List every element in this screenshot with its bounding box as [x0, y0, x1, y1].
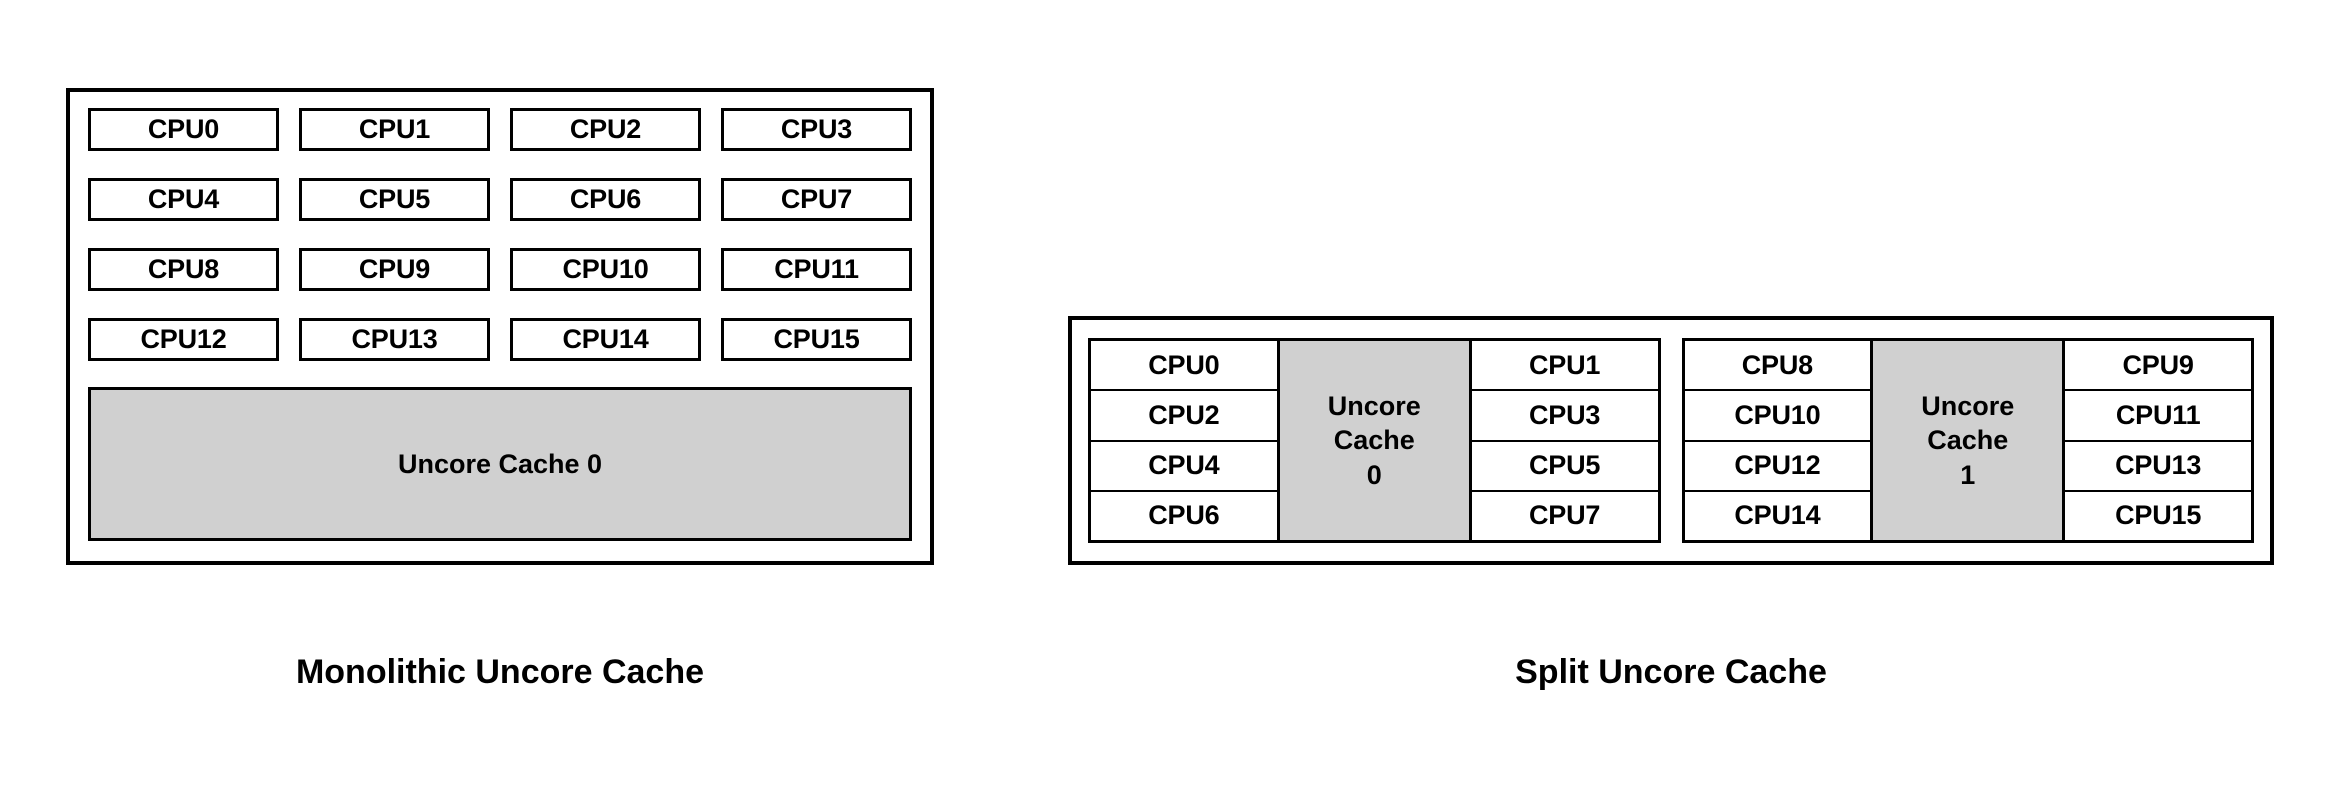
- monolithic-cpu-grid: CPU0 CPU1 CPU2 CPU3 CPU4 CPU5 CPU6 CPU7 …: [88, 108, 912, 361]
- cpu-box: CPU11: [2065, 391, 2251, 442]
- cpu-box: CPU0: [88, 108, 279, 151]
- split-caption: Split Uncore Cache: [1515, 653, 1827, 691]
- cpu-box: CPU8: [1684, 341, 1871, 392]
- cpu-box: CPU7: [721, 178, 912, 221]
- cpu-box: CPU2: [1091, 391, 1277, 442]
- cpu-box: CPU10: [1684, 391, 1871, 442]
- cpu-box: CPU5: [1471, 441, 1658, 492]
- uncore-cache-block-0: Uncore Cache 0: [1276, 341, 1472, 540]
- cluster-1-left-cpu-column: CPU8 CPU10 CPU12 CPU14: [1684, 341, 1871, 540]
- cpu-box: CPU5: [299, 178, 490, 221]
- cluster-0-left-cpu-column: CPU0 CPU2 CPU4 CPU6: [1091, 341, 1277, 540]
- uncore-cache-line: Cache: [1333, 425, 1415, 456]
- uncore-cache-line: 0: [1366, 459, 1382, 490]
- cpu-box: CPU9: [299, 248, 490, 291]
- cpu-box: CPU15: [721, 318, 912, 361]
- cluster-1: CPU8 CPU10 CPU12 CPU14 Uncore Cache 1 CP…: [1681, 338, 2254, 543]
- cpu-box: CPU4: [1091, 441, 1277, 492]
- cluster-0-right-cpu-column: CPU1 CPU3 CPU5 CPU7: [1471, 341, 1658, 540]
- cpu-box: CPU6: [1091, 491, 1277, 540]
- split-cluster-row: CPU0 CPU2 CPU4 CPU6 Uncore Cache 0 CPU1 …: [1088, 338, 2254, 543]
- cpu-box: CPU13: [2065, 441, 2251, 492]
- monolithic-chip-panel: CPU0 CPU1 CPU2 CPU3 CPU4 CPU5 CPU6 CPU7 …: [66, 88, 934, 565]
- cpu-box: CPU7: [1471, 491, 1658, 540]
- cpu-box: CPU4: [88, 178, 279, 221]
- cpu-box: CPU13: [299, 318, 490, 361]
- cpu-box: CPU14: [1684, 491, 1871, 540]
- cpu-box: CPU12: [1684, 441, 1871, 492]
- cpu-box: CPU9: [2065, 341, 2251, 392]
- cluster-1-right-cpu-column: CPU9 CPU11 CPU13 CPU15: [2065, 341, 2251, 540]
- split-chip-panel: CPU0 CPU2 CPU4 CPU6 Uncore Cache 0 CPU1 …: [1068, 316, 2274, 565]
- cpu-box: CPU2: [510, 108, 701, 151]
- cpu-box: CPU3: [1471, 391, 1658, 442]
- cpu-box: CPU11: [721, 248, 912, 291]
- uncore-cache-line: Uncore: [1921, 390, 2015, 421]
- cpu-box: CPU1: [1471, 341, 1658, 392]
- cpu-box: CPU14: [510, 318, 701, 361]
- uncore-cache-block: Uncore Cache 0: [88, 387, 912, 541]
- cpu-box: CPU1: [299, 108, 490, 151]
- monolithic-caption: Monolithic Uncore Cache: [295, 653, 705, 691]
- uncore-cache-line: 1: [1960, 459, 1976, 490]
- cpu-box: CPU0: [1091, 341, 1277, 392]
- cpu-box: CPU6: [510, 178, 701, 221]
- cpu-box: CPU8: [88, 248, 279, 291]
- uncore-cache-line: Uncore: [1327, 390, 1421, 421]
- cpu-box: CPU3: [721, 108, 912, 151]
- cpu-box: CPU15: [2065, 491, 2251, 540]
- uncore-cache-line: Cache: [1927, 425, 2009, 456]
- cpu-box: CPU12: [88, 318, 279, 361]
- cluster-0: CPU0 CPU2 CPU4 CPU6 Uncore Cache 0 CPU1 …: [1088, 338, 1661, 543]
- cpu-box: CPU10: [510, 248, 701, 291]
- uncore-cache-block-1: Uncore Cache 1: [1870, 341, 2066, 540]
